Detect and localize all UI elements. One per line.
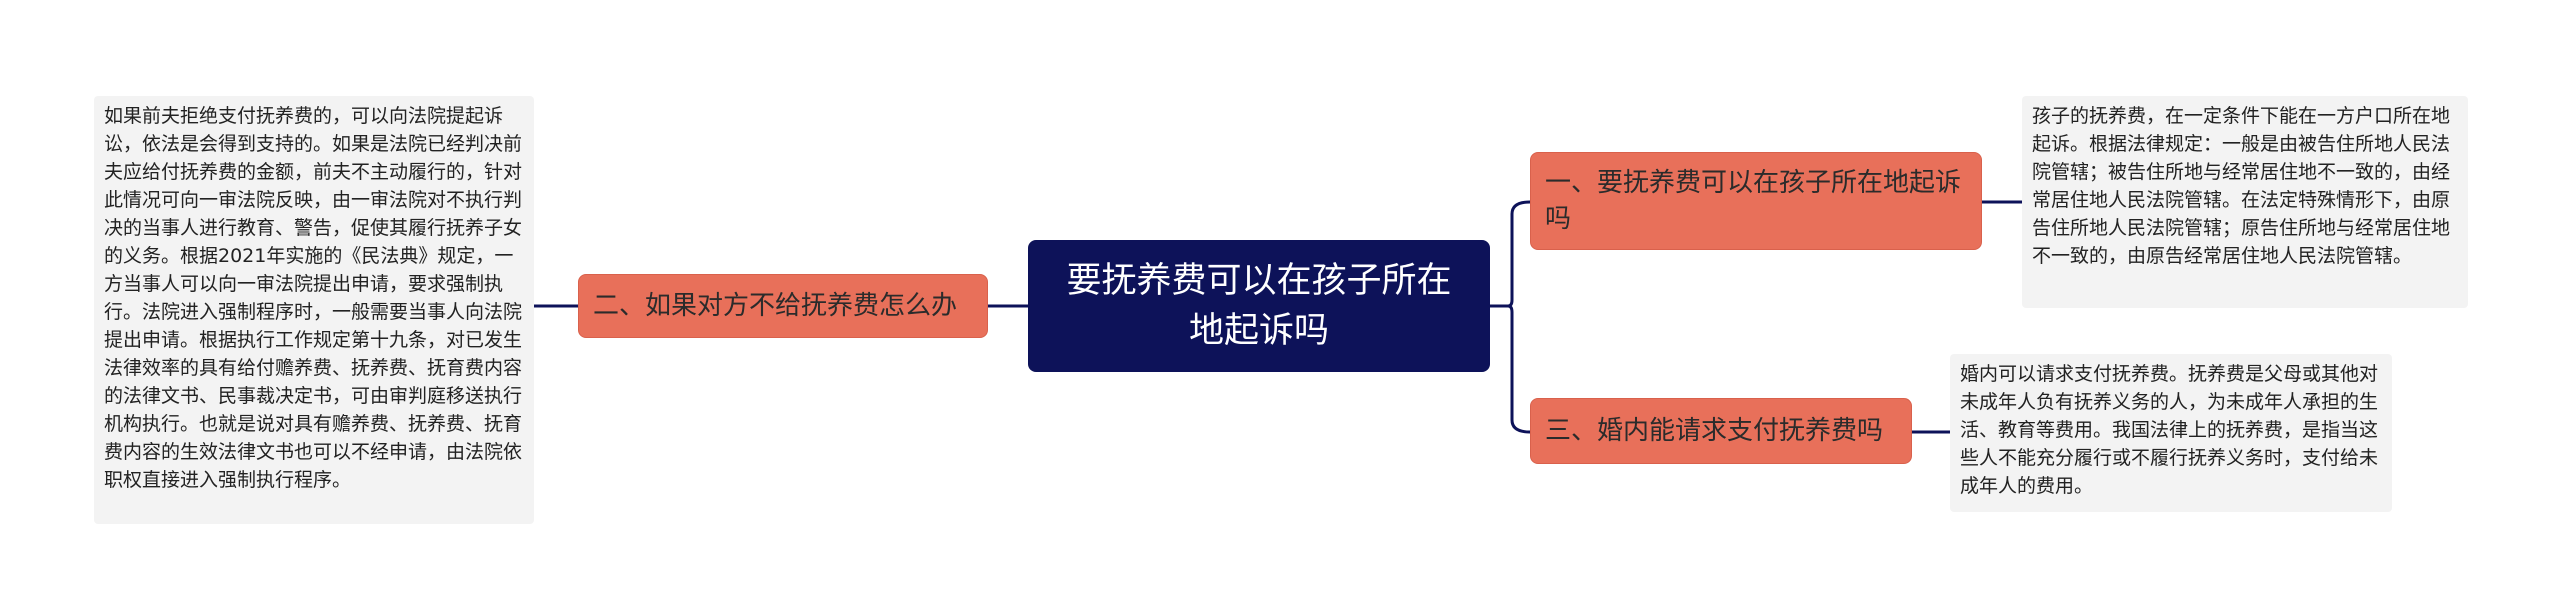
detail-note-3-text: 婚内可以请求支付抚养费。抚养费是父母或其他对未成年人负有抚养义务的人，为未成年人… [1960, 363, 2379, 497]
root-topic[interactable]: 要抚养费可以在孩子所在地起诉吗 [1028, 240, 1490, 372]
detail-note-2[interactable]: 如果前夫拒绝支付抚养费的，可以向法院提起诉讼，依法是会得到支持的。如果是法院已经… [94, 96, 534, 524]
branch-topic-3-label: 三、婚内能请求支付抚养费吗 [1545, 416, 1884, 446]
detail-note-3[interactable]: 婚内可以请求支付抚养费。抚养费是父母或其他对未成年人负有抚养义务的人，为未成年人… [1950, 354, 2392, 512]
branch-topic-2-label: 二、如果对方不给抚养费怎么办 [593, 291, 958, 321]
detail-note-1[interactable]: 孩子的抚养费，在一定条件下能在一方户口所在地起诉。根据法律规定：一般是由被告住所… [2022, 96, 2468, 308]
branch-topic-1-label: 一、要抚养费可以在孩子所在地起诉吗 [1545, 168, 1962, 234]
branch-topic-2[interactable]: 二、如果对方不给抚养费怎么办 [578, 274, 988, 338]
detail-note-1-text: 孩子的抚养费，在一定条件下能在一方户口所在地起诉。根据法律规定：一般是由被告住所… [2032, 105, 2451, 267]
detail-note-2-text: 如果前夫拒绝支付抚养费的，可以向法院提起诉讼，依法是会得到支持的。如果是法院已经… [104, 105, 523, 491]
connector-root-branch3 [1490, 304, 1531, 434]
connector-root-branch1 [1490, 200, 1531, 308]
root-topic-label: 要抚养费可以在孩子所在地起诉吗 [1066, 261, 1452, 351]
branch-topic-1[interactable]: 一、要抚养费可以在孩子所在地起诉吗 [1530, 152, 1982, 250]
branch-topic-3[interactable]: 三、婚内能请求支付抚养费吗 [1530, 398, 1912, 464]
